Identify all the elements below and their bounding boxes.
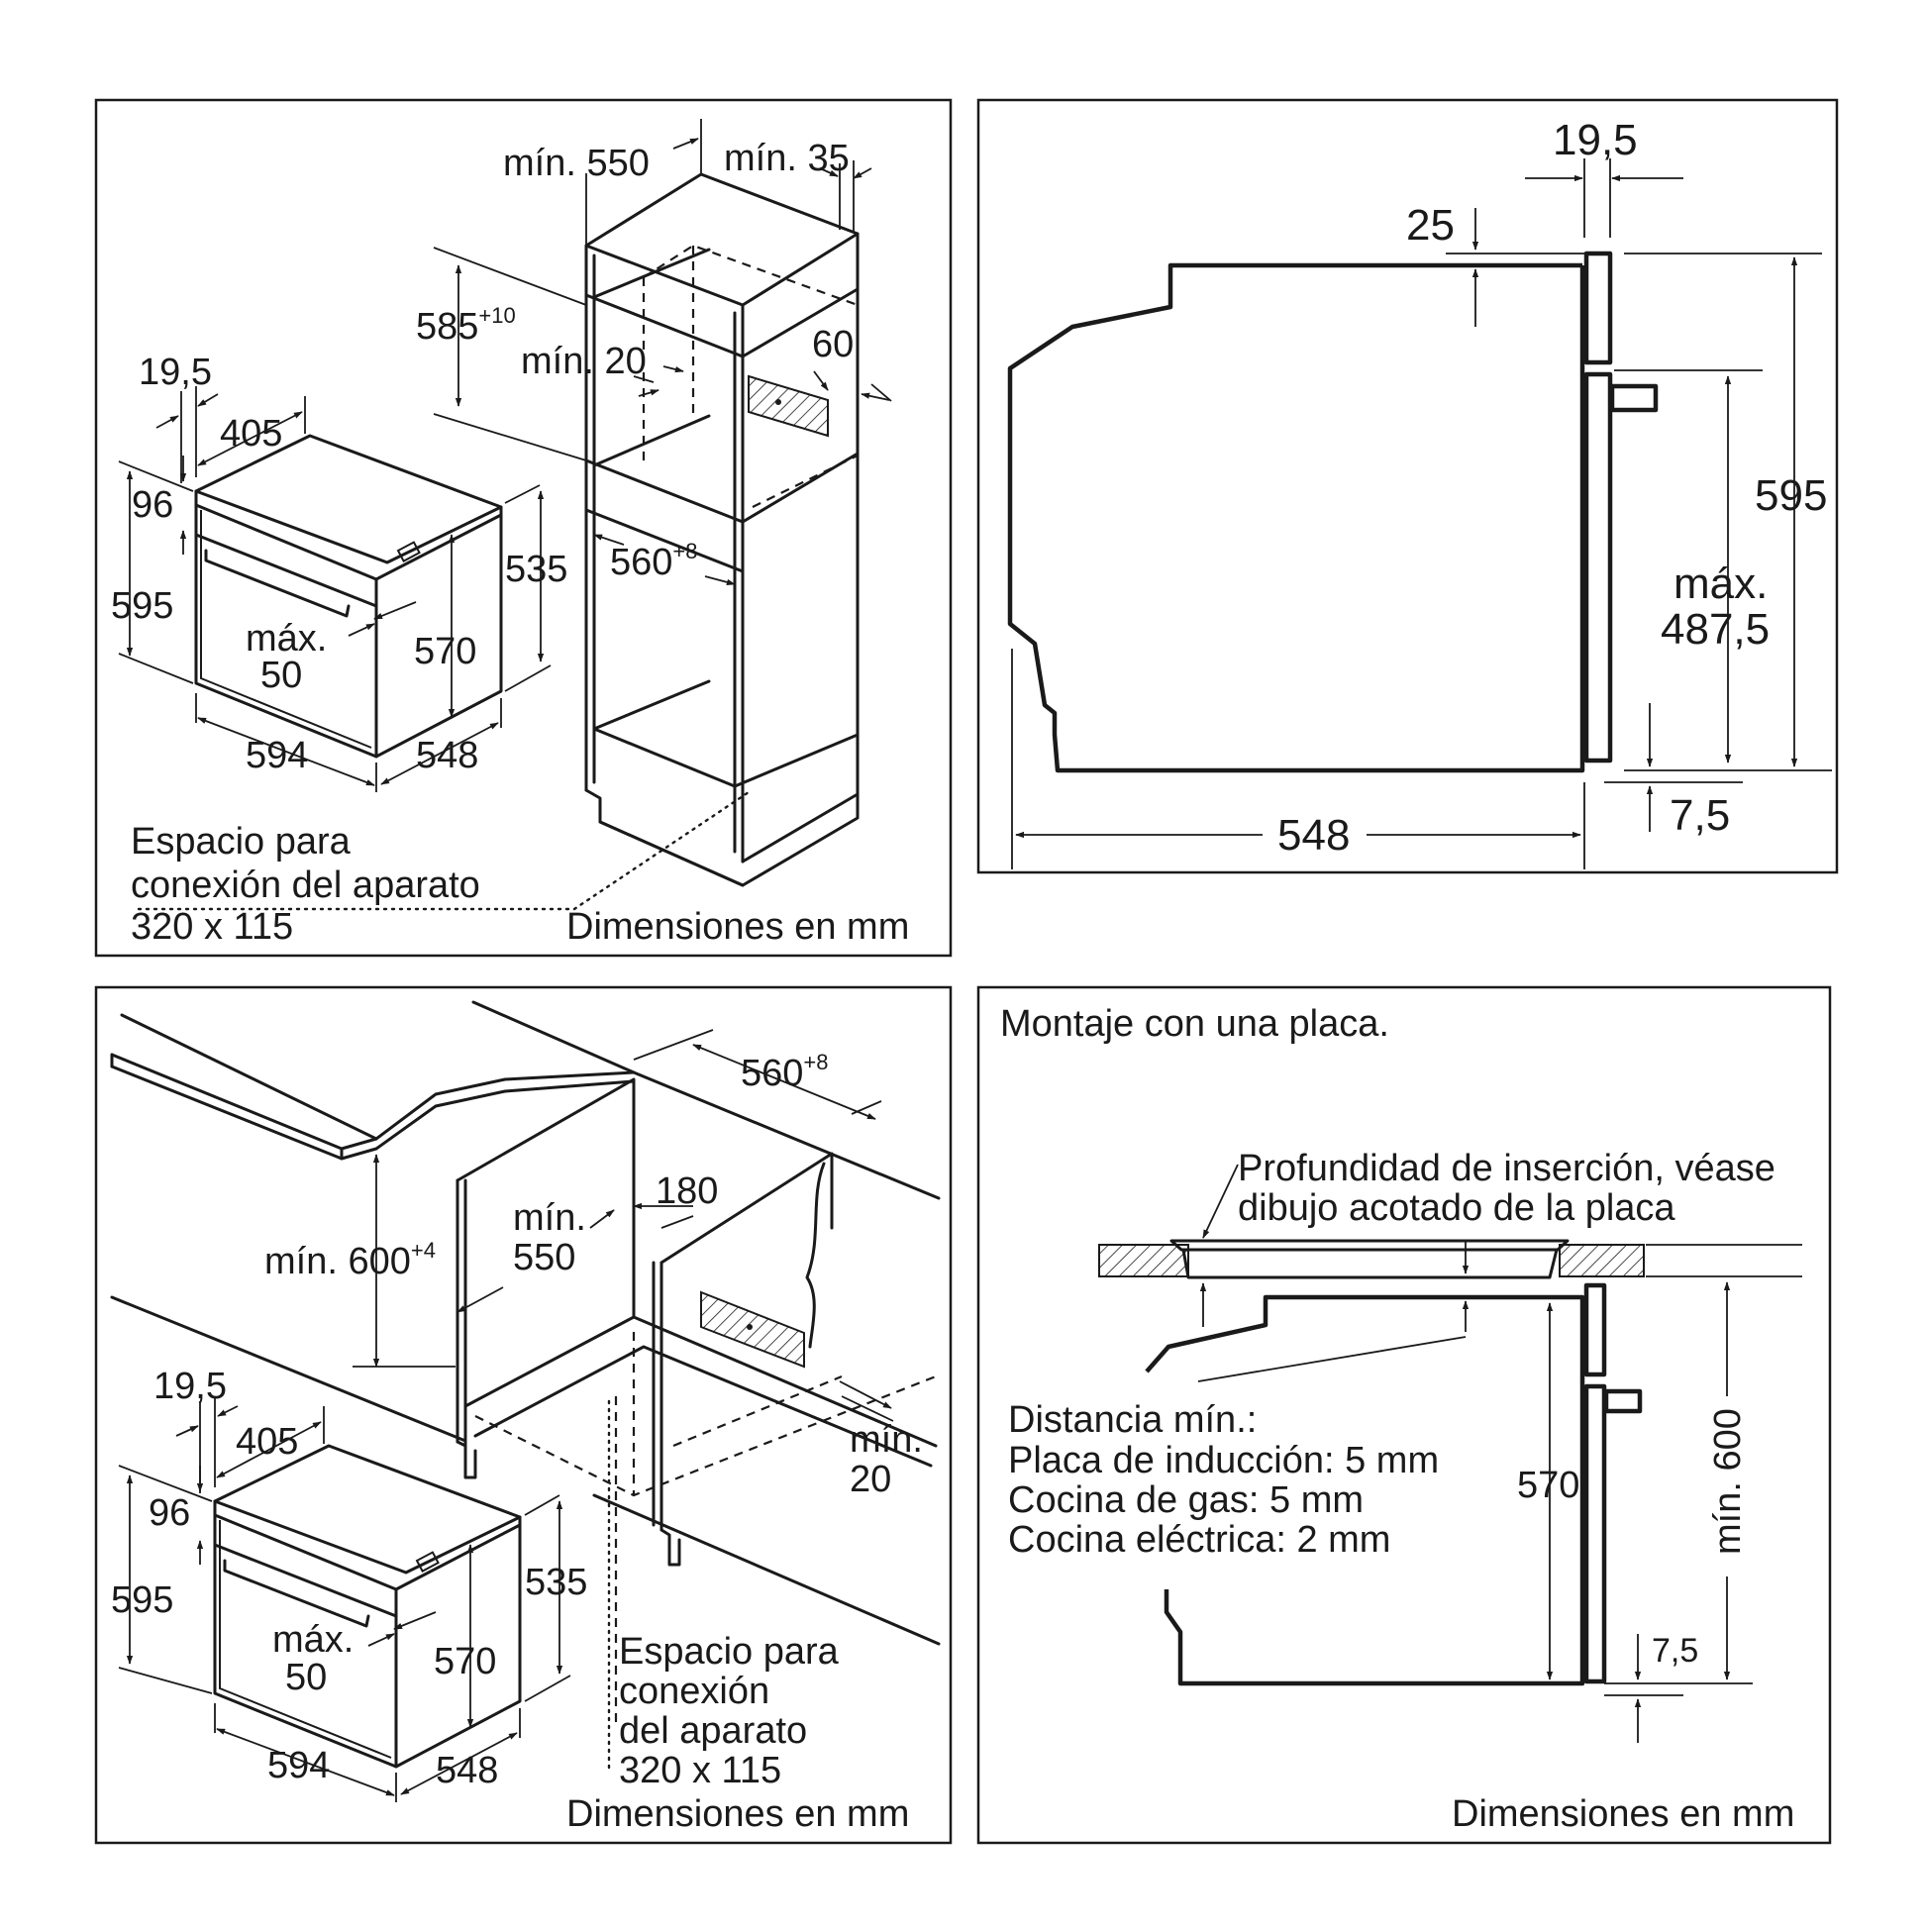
label-560: 560+8: [610, 539, 698, 583]
labels-bottom-left: 560+8 180 mín. 600+4 mín. 550 19,5 405 9…: [111, 1050, 923, 1835]
label-180: 180: [656, 1170, 718, 1212]
label-max-487-5: 487,5: [1661, 605, 1770, 654]
oven-knob: [1603, 1388, 1643, 1414]
mounting-title: Montaje con una placa.: [1000, 1003, 1389, 1045]
label-25: 25: [1406, 201, 1455, 250]
label-535: 535: [525, 1562, 587, 1603]
label-19-5: 19,5: [1553, 116, 1638, 164]
label-min-20-b: 20: [850, 1459, 891, 1500]
connection-note-line-2: conexión: [619, 1671, 769, 1712]
panel-frame: [94, 985, 953, 1845]
connection-space-hatch: [700, 1290, 805, 1369]
panel-frame: [976, 98, 1839, 874]
insertion-note-line-1: Profundidad de inserción, véase: [1238, 1148, 1775, 1189]
label-max: máx.: [1673, 559, 1768, 608]
label-19-5: 19,5: [153, 1366, 227, 1407]
label-548: 548: [416, 735, 478, 776]
tall-cabinet-drawing: [584, 172, 860, 887]
label-min-550: 550: [513, 1237, 575, 1278]
label-min: mín.: [513, 1197, 586, 1239]
label-570: 570: [1517, 1465, 1579, 1506]
units-caption: Dimensiones en mm: [566, 1793, 909, 1835]
oven-door-upper: [1583, 251, 1613, 365]
oven-isometric-drawing: [213, 1444, 522, 1769]
label-548: 548: [436, 1750, 498, 1791]
oven-door-lower: [1583, 371, 1613, 763]
label-595: 595: [111, 1579, 173, 1621]
label-max-50: 50: [260, 655, 302, 696]
label-min-20: mín. 20: [521, 341, 647, 382]
dimensions-top-right: [1011, 158, 1832, 869]
distance-note-line-2: Placa de inducción: 5 mm: [1008, 1440, 1439, 1481]
units-caption: Dimensiones en mm: [1452, 1793, 1794, 1835]
label-max: máx.: [246, 618, 327, 660]
worktop-left-hatch: [1098, 1244, 1189, 1277]
label-7-5: 7,5: [1670, 791, 1730, 840]
label-595: 595: [111, 585, 173, 627]
insertion-note-line-2: dibujo acotado de la placa: [1238, 1187, 1675, 1229]
dimensions-bottom-left: [118, 1029, 894, 1802]
oven-side-profile: [1007, 251, 1659, 773]
labels-top-right: 19,5 25 595 máx. 487,5 548 7,5: [1277, 116, 1827, 860]
connection-note-line-3: del aparato: [619, 1710, 807, 1752]
connection-note-line-3: 320 x 115: [131, 906, 293, 948]
label-570: 570: [434, 1641, 496, 1682]
oven-isometric-drawing: [194, 434, 503, 759]
label-max-50: 50: [285, 1657, 327, 1698]
oven-door-upper: [1583, 1282, 1607, 1377]
label-60: 60: [812, 324, 854, 365]
panel-side-view-oven: 19,5 25 595 máx. 487,5 548 7,5: [976, 98, 1839, 874]
connection-space-hatch: [748, 374, 829, 438]
oven-knob: [1609, 383, 1659, 413]
label-560: 560+8: [741, 1050, 829, 1094]
label-594: 594: [246, 735, 308, 776]
label-min-600: mín. 600: [1707, 1408, 1749, 1555]
under-counter-cabinet-drawing: [110, 1000, 941, 1723]
connection-note-line-1: Espacio para: [131, 821, 352, 863]
panel-hob-mounting: Montaje con una placa. Profundidad de in…: [976, 985, 1832, 1845]
label-min-600: mín. 600+4: [264, 1238, 436, 1282]
dimensions-top-left: [118, 119, 892, 911]
distance-note-line-1: Distancia mín.:: [1008, 1399, 1257, 1441]
panel-tall-cabinet-installation: mín. 550 mín. 35 585+10 mín. 20 60 19,5 …: [94, 98, 953, 958]
label-19-5: 19,5: [139, 352, 212, 393]
panel-frame: [94, 98, 953, 958]
label-594: 594: [267, 1745, 330, 1786]
label-570: 570: [414, 631, 476, 672]
connection-note-line-2: conexión del aparato: [131, 864, 480, 906]
label-7-5: 7,5: [1652, 1632, 1698, 1670]
dimensions-bottom-right: [1197, 1164, 1753, 1743]
label-max: máx.: [272, 1619, 354, 1661]
label-min-35: mín. 35: [724, 138, 850, 179]
connection-note-line-1: Espacio para: [619, 1631, 840, 1673]
distance-note-line-4: Cocina eléctrica: 2 mm: [1008, 1519, 1390, 1561]
label-min-20-a: mín.: [850, 1419, 923, 1461]
label-96: 96: [149, 1492, 190, 1534]
label-535: 535: [505, 549, 567, 590]
distance-note-line-3: Cocina de gas: 5 mm: [1008, 1479, 1364, 1521]
label-585: 585+10: [416, 303, 516, 348]
worktop-right-hatch: [1559, 1244, 1645, 1277]
label-405: 405: [220, 413, 282, 455]
hob-and-oven-drawing: [1098, 1239, 1802, 1686]
panel-frame: [976, 985, 1832, 1845]
units-caption: Dimensiones en mm: [566, 906, 909, 948]
labels-bottom-right: Montaje con una placa. Profundidad de in…: [1000, 1003, 1794, 1835]
label-min-550: mín. 550: [503, 143, 650, 184]
label-548: 548: [1277, 811, 1350, 860]
connection-note-line-4: 320 x 115: [619, 1750, 781, 1791]
oven-door-lower: [1583, 1383, 1607, 1684]
label-96: 96: [132, 484, 173, 526]
panel-under-counter-installation: 560+8 180 mín. 600+4 mín. 550 19,5 405 9…: [94, 985, 953, 1845]
labels-top-left: mín. 550 mín. 35 585+10 mín. 20 60 19,5 …: [111, 138, 909, 948]
label-405: 405: [236, 1421, 298, 1463]
label-595: 595: [1755, 471, 1827, 520]
